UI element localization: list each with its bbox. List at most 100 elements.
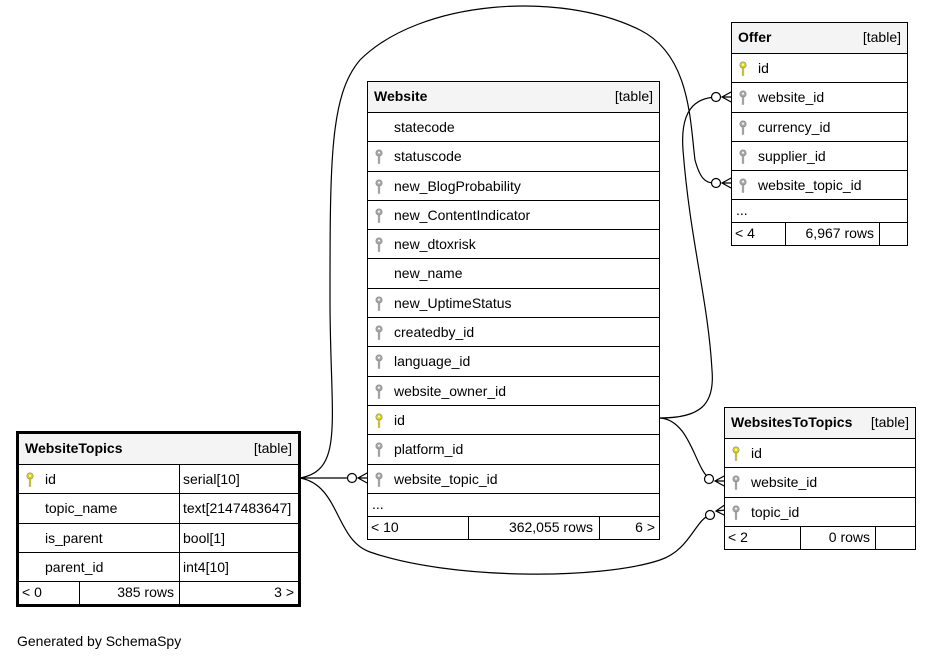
row-count: 362,055 rows <box>468 516 599 539</box>
column-row[interactable]: website_id <box>725 468 915 498</box>
foreign-key-icon <box>738 120 748 136</box>
column-row[interactable]: id <box>725 439 915 469</box>
foreign-key-icon <box>374 237 384 253</box>
row-count: 0 rows <box>800 526 875 549</box>
more-columns: ... <box>368 494 659 517</box>
column-row[interactable]: website_owner_id <box>368 377 659 406</box>
foreign-key-icon <box>374 472 384 488</box>
optional-marker <box>710 177 722 189</box>
column-row[interactable]: language_id <box>368 347 659 377</box>
table-website-topics[interactable]: WebsiteTopics [table] id serial[10]topic_… <box>16 431 301 608</box>
foreign-key-icon <box>738 149 748 165</box>
column-name: language_id <box>394 353 471 370</box>
table-website[interactable]: Website [table] statecode statuscode new_B… <box>367 81 660 540</box>
table-name: WebsiteTopics <box>25 440 123 456</box>
generated-by-label: Generated by SchemaSpy <box>17 633 182 649</box>
column-name: createdby_id <box>394 324 475 341</box>
foreign-key-icon <box>374 296 384 312</box>
column-name: statuscode <box>394 148 462 165</box>
column-name: topic_id <box>751 503 800 520</box>
column-name: new_ContentIndicator <box>394 206 531 223</box>
column-name: is_parent <box>45 529 103 546</box>
children-count: 3 > <box>179 582 298 605</box>
column-row[interactable]: website_topic_id <box>368 465 659 494</box>
column-name: id <box>758 60 769 76</box>
foreign-key-icon <box>374 179 384 195</box>
more-columns: ... <box>732 200 907 224</box>
column-row[interactable]: createdby_id <box>368 318 659 348</box>
foreign-key-icon <box>374 442 384 458</box>
table-kind: [table] <box>862 29 901 45</box>
table-name: Website <box>374 88 428 104</box>
column-row[interactable]: new_ContentIndicator <box>368 201 659 231</box>
parents-count: < 2 <box>728 528 748 545</box>
primary-key-icon <box>738 61 748 77</box>
table-name: WebsitesToTopics <box>731 414 853 430</box>
relation-website-wtt <box>659 417 710 479</box>
foreign-key-icon <box>738 178 748 194</box>
column-row[interactable]: platform_id <box>368 435 659 465</box>
foreign-key-icon <box>731 505 741 521</box>
column-name: platform_id <box>394 441 464 458</box>
children-count: 6 > <box>599 516 659 539</box>
column-name: new_BlogProbability <box>394 177 521 194</box>
column-row[interactable]: statuscode <box>368 142 659 172</box>
children-count <box>875 526 915 549</box>
column-row[interactable]: new_dtoxrisk <box>368 230 659 260</box>
column-type: int4[10] <box>179 552 298 582</box>
table-footer: < 10 362,055 rows 6 > <box>368 516 659 539</box>
column-row[interactable]: id <box>732 54 907 84</box>
foreign-key-icon <box>738 90 748 106</box>
column-name: id <box>751 445 762 461</box>
column-row[interactable]: website_topic_id <box>732 171 907 201</box>
foreign-key-icon <box>374 384 384 400</box>
table-kind: [table] <box>253 440 292 456</box>
column-row[interactable]: id serial[10] <box>19 465 298 495</box>
column-row[interactable]: website_id <box>732 83 907 113</box>
optional-marker <box>703 473 715 485</box>
column-row[interactable]: supplier_id <box>732 142 907 172</box>
foreign-key-icon <box>374 354 384 370</box>
column-name: id <box>45 471 56 487</box>
blank-icon <box>25 501 35 517</box>
foreign-key-icon <box>374 208 384 224</box>
column-row[interactable]: currency_id <box>732 113 907 142</box>
table-name: Offer <box>738 29 772 45</box>
column-type: bool[1] <box>179 523 298 552</box>
column-row[interactable]: topic_id <box>725 498 915 527</box>
table-kind: [table] <box>870 414 909 430</box>
relation-topics-offer <box>299 5 715 479</box>
blank-icon <box>374 120 384 136</box>
column-row[interactable]: id <box>368 406 659 436</box>
table-header: Website [table] <box>368 82 659 113</box>
column-row[interactable]: new_BlogProbability <box>368 172 659 201</box>
relation-website-offer <box>659 96 717 419</box>
foreign-key-icon <box>731 475 741 491</box>
optional-marker <box>710 91 722 103</box>
column-row[interactable]: statecode <box>368 113 659 143</box>
column-row[interactable]: new_UptimeStatus <box>368 289 659 319</box>
column-name: currency_id <box>758 118 831 135</box>
column-type: text[2147483647] <box>179 494 298 523</box>
primary-key-icon <box>731 446 741 462</box>
optional-marker <box>346 472 358 484</box>
column-name: id <box>394 411 405 428</box>
column-type: serial[10] <box>179 465 298 494</box>
column-name: website_id <box>758 89 825 106</box>
table-header: WebsitesToTopics [table] <box>725 408 915 439</box>
children-count <box>879 223 907 246</box>
blank-icon <box>374 266 384 282</box>
blank-icon <box>25 560 35 576</box>
column-name: statecode <box>394 119 455 135</box>
relation-topics-wtt <box>299 477 711 575</box>
column-row[interactable]: is_parent bool[1] <box>19 523 298 553</box>
column-name: supplier_id <box>758 147 826 164</box>
row-count: 6,967 rows <box>785 223 879 246</box>
optional-marker <box>704 509 716 521</box>
column-row[interactable]: new_name <box>368 259 659 289</box>
table-footer: < 4 6,967 rows <box>732 223 907 246</box>
